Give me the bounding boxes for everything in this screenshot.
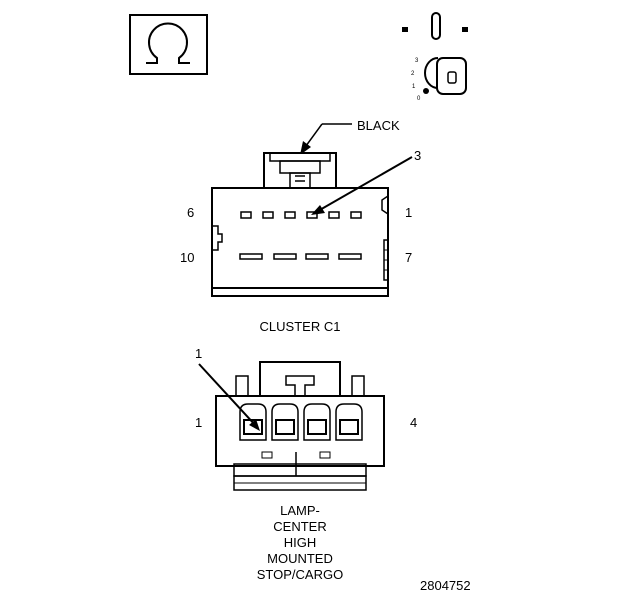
lamp-connector <box>215 361 385 491</box>
lamp-callout-label: 1 <box>195 346 202 361</box>
figure-number: 2804752 <box>420 578 471 593</box>
cluster-connector <box>211 152 389 297</box>
ignition-key-icon: 3 2 1 0 <box>402 12 468 102</box>
wire-color-label: BLACK <box>357 118 400 133</box>
lamp-name-line: HIGH <box>283 535 317 550</box>
key-position-label: 3 <box>415 58 419 64</box>
lamp-connector-name: LAMP- CENTER HIGH MOUNTED STOP/CARGO <box>210 503 390 583</box>
lamp-pin-label-1: 1 <box>195 415 202 430</box>
cluster-callout-arrow <box>311 156 413 215</box>
lamp-callout-arrow <box>198 363 260 431</box>
cluster-pin-label-7: 7 <box>405 250 412 265</box>
key-position-label: 0 <box>417 96 421 102</box>
key-position-label: 2 <box>411 71 415 77</box>
lamp-pin-label-4: 4 <box>410 415 417 430</box>
wire-color-arrow <box>300 123 352 155</box>
lamp-name-line: STOP/CARGO <box>256 567 344 582</box>
cluster-pin-label-10: 10 <box>180 250 194 265</box>
cluster-pin-label-6: 6 <box>187 205 194 220</box>
lamp-name-line: MOUNTED <box>267 551 333 566</box>
cluster-callout-label: 3 <box>414 148 421 163</box>
lamp-name-line: CENTER <box>273 519 327 534</box>
cluster-pin-label-1: 1 <box>405 205 412 220</box>
cluster-connector-name: CLUSTER C1 <box>260 319 341 334</box>
key-position-label: 1 <box>412 84 416 90</box>
lamp-name-line: LAMP- <box>280 503 320 518</box>
ohm-meter-icon <box>129 14 208 75</box>
